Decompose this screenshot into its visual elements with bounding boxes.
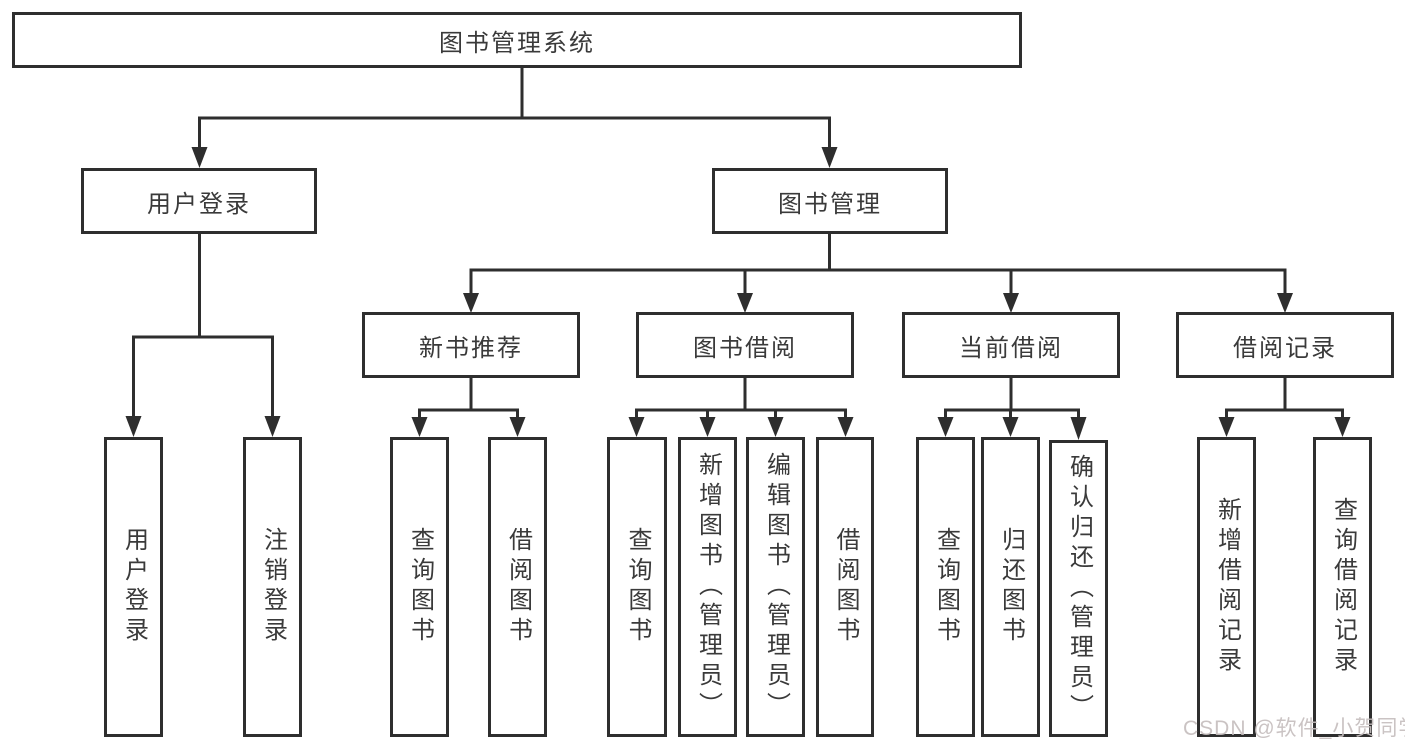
leaf-logout: 注销登录 (243, 437, 302, 737)
leaf-query-borrow-record: 查询借阅记录 (1313, 437, 1372, 737)
connector-current-children (937, 377, 1087, 440)
leaf-recommend-query-books: 查询图书 (390, 437, 449, 737)
connector-login-children (125, 232, 281, 437)
leaf-return-book: 归还图书 (981, 437, 1040, 737)
watermark-text: CSDN @软件_小贺同学 (1183, 717, 1405, 740)
connector-records-children (1218, 377, 1351, 437)
connector-root-to-level2 (191, 67, 838, 168)
connector-borrow-children (628, 377, 854, 437)
connector-mgmt-to-level3 (463, 232, 1293, 313)
node-new-book-recommend: 新书推荐 (362, 312, 580, 378)
leaf-add-borrow-record: 新增借阅记录 (1197, 437, 1256, 737)
leaf-borrow-query-books: 查询图书 (607, 437, 667, 737)
leaf-borrow-borrow-books: 借阅图书 (816, 437, 874, 737)
node-book-management: 图书管理 (712, 168, 948, 234)
leaf-current-query-books: 查询图书 (916, 437, 975, 737)
connector-recommend-children (411, 377, 526, 437)
leaf-edit-book-admin: 编辑图书（管理员） (746, 437, 805, 737)
leaf-user-login: 用户登录 (104, 437, 163, 737)
node-book-borrow: 图书借阅 (636, 312, 854, 378)
leaf-confirm-return-admin: 确认归还（管理员） (1049, 440, 1108, 737)
node-current-borrow: 当前借阅 (902, 312, 1120, 378)
leaf-add-book-admin: 新增图书（管理员） (678, 437, 737, 737)
leaf-recommend-borrow-books: 借阅图书 (488, 437, 547, 737)
node-user-login: 用户登录 (81, 168, 317, 234)
node-root: 图书管理系统 (12, 12, 1022, 68)
node-borrow-records: 借阅记录 (1176, 312, 1394, 378)
